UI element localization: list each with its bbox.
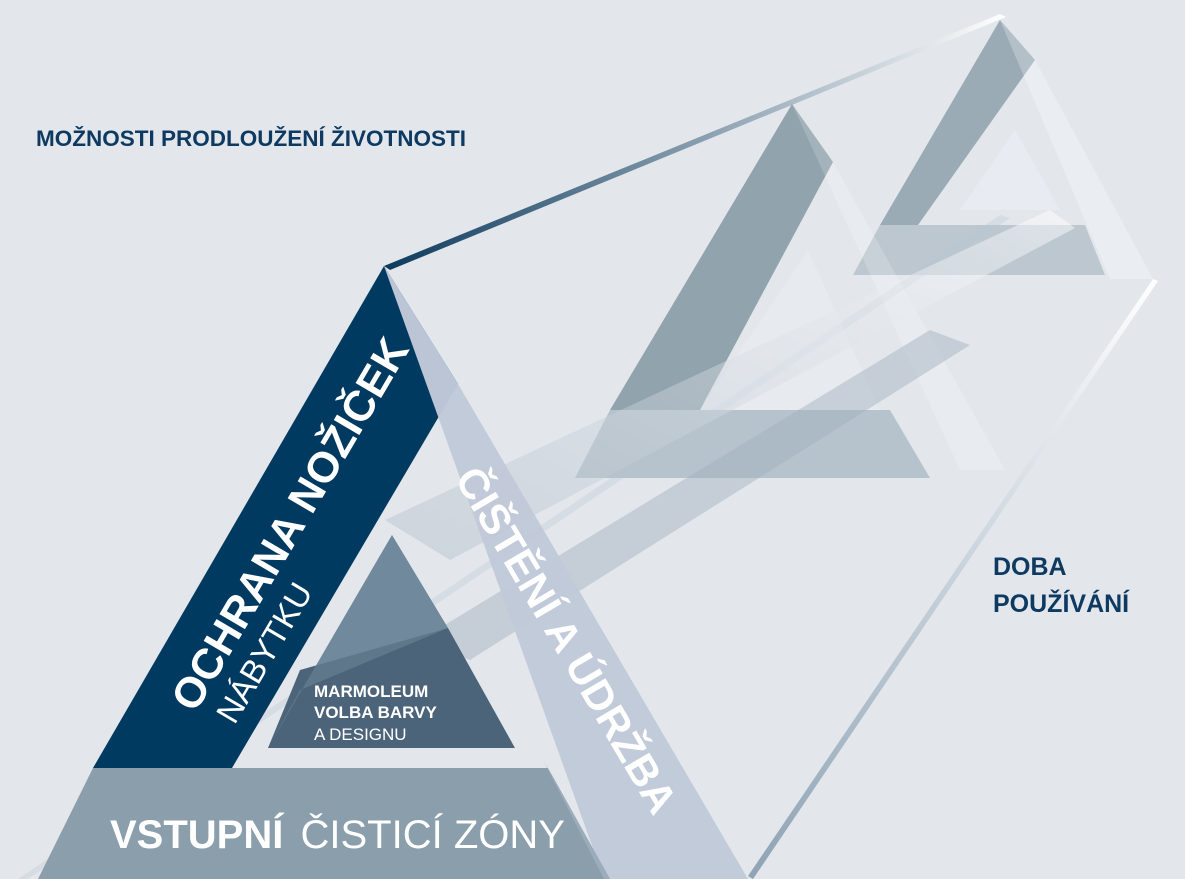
top-axis-label: MOŽNOSTI PRODLOUŽENÍ ŽIVOTNOSTI — [36, 126, 466, 151]
bottom-right-overlap — [544, 762, 610, 879]
back-triangle-far-left — [880, 20, 1035, 225]
right-depth-edge — [748, 279, 1158, 879]
center-label-line1: MARMOLEUM — [314, 682, 428, 701]
right-axis-label-line1: DOBA — [993, 553, 1067, 581]
back-triangle-far-right — [1000, 20, 1153, 279]
back-triangle-mid-left — [610, 104, 833, 410]
bottom-label: VSTUPNÍ ČISTICÍ ZÓNY — [110, 812, 565, 857]
ridge-band — [385, 210, 1075, 560]
left-side-navy — [93, 266, 458, 768]
top-depth-edge — [384, 14, 1006, 270]
right-axis-label-line2: POUŽÍVÁNÍ — [993, 588, 1130, 618]
right-side-lavender — [384, 266, 748, 879]
bottom-label-bold: VSTUPNÍ — [110, 812, 284, 857]
center-triangle-lower — [268, 628, 515, 748]
center-label-line3: A DESIGNU — [314, 725, 407, 744]
bottom-band-slate — [38, 768, 610, 879]
center-triangle-highlight — [268, 535, 448, 748]
bottom-label-light: ČISTICÍ ZÓNY — [300, 812, 564, 857]
center-label-line2: VOLBA BARVY — [314, 703, 437, 722]
back-triangle-far-inner — [960, 130, 1060, 210]
